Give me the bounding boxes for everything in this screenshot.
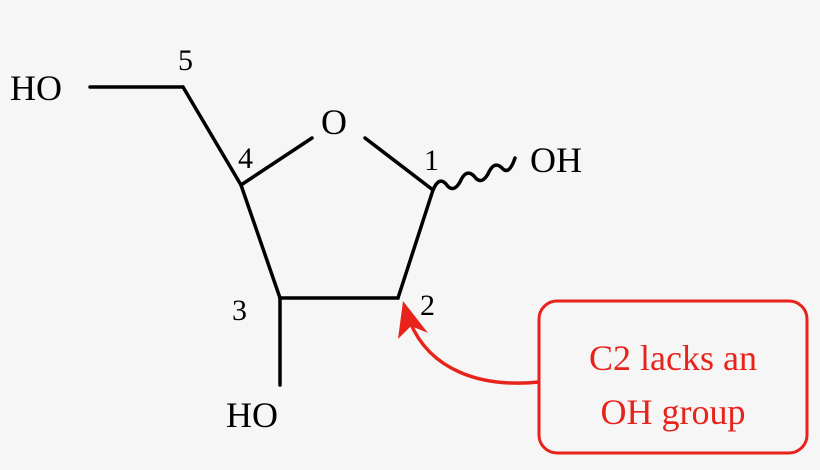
carbon-number-5: 5 (178, 44, 193, 77)
bond-c5-c4 (181, 85, 243, 187)
annotation-callout: C2 lacks an OH group (398, 299, 809, 455)
annotation-line-2: OH group (601, 392, 746, 432)
annotation-box (537, 299, 809, 455)
carbon-number-1: 1 (424, 144, 439, 177)
carbon-number-2: 2 (420, 289, 435, 322)
atom-ring-oxygen: O (321, 102, 347, 142)
bond-c3-c4 (239, 183, 282, 300)
annotation-line-1: C2 lacks an (589, 338, 757, 378)
carbon-number-4: 4 (238, 142, 253, 175)
atom-ho-c5: HO (10, 68, 62, 108)
wavy-bond-c1-oh (431, 156, 517, 192)
carbon-number-3: 3 (232, 294, 247, 327)
atom-oh-c1: OH (530, 140, 582, 180)
bond-c4-o (239, 136, 314, 187)
bond-c1-c2 (396, 188, 435, 300)
bond-o-c1 (363, 136, 435, 192)
arrowhead-icon (398, 301, 428, 339)
atom-ho-c3: HO (226, 395, 278, 435)
annotation-arrow (408, 321, 540, 385)
